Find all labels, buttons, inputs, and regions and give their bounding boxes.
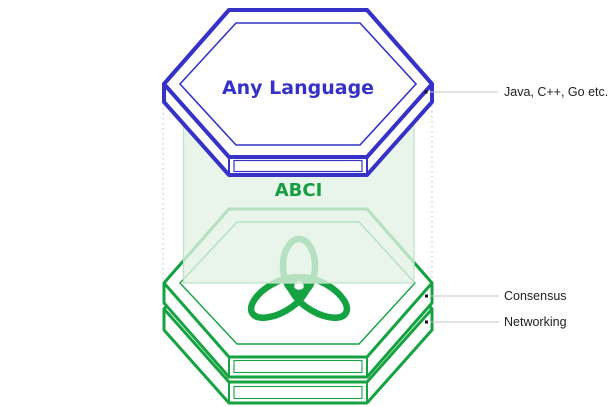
top-layer-label: Any Language (221, 77, 375, 99)
abci-connector-label: ABCI (274, 180, 323, 201)
any-language-inner-outline (178, 22, 418, 146)
callout-dot-consensus (425, 294, 428, 298)
consensus-callout-label: Consensus (504, 289, 567, 303)
networking-callout-label: Networking (504, 315, 567, 329)
callouts (424, 90, 499, 324)
languages-callout-label: Java, C++, Go etc. (504, 85, 609, 99)
callout-dot-languages (424, 90, 428, 94)
any-language-hexagon (162, 8, 434, 177)
callout-dot-networking (425, 320, 428, 324)
